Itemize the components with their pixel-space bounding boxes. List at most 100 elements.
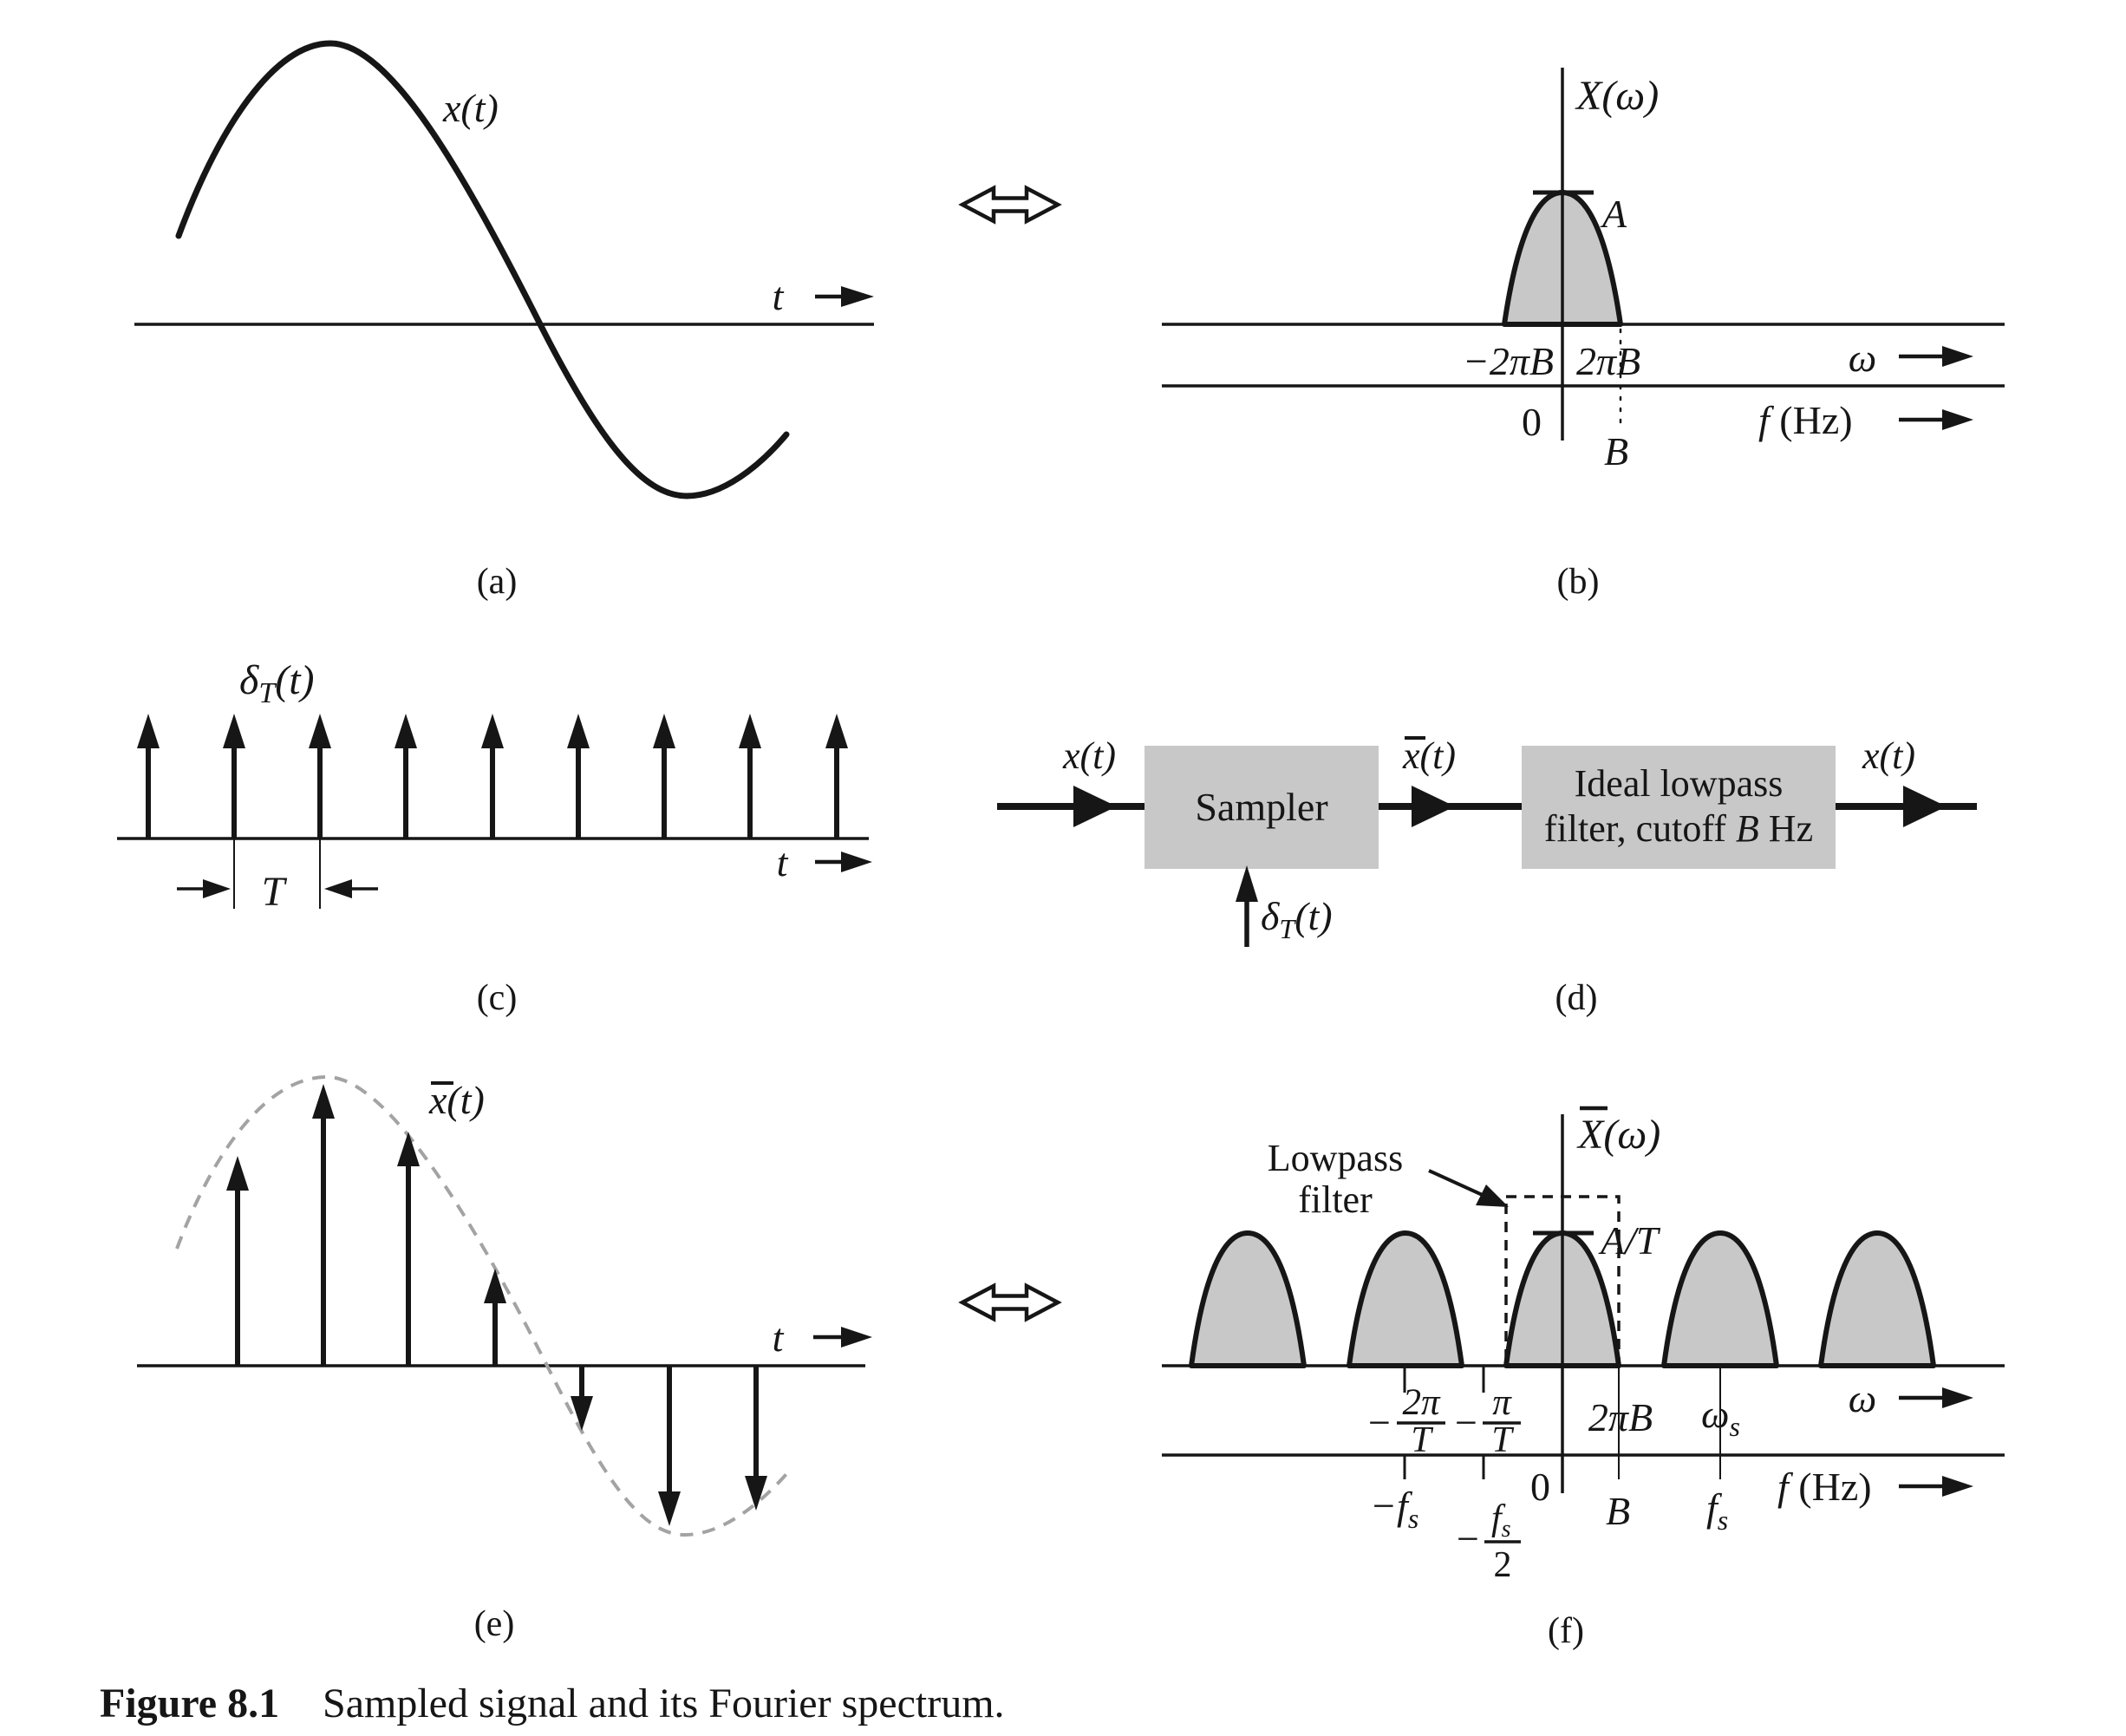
lowpass-filter-dashed-box — [1504, 1195, 1621, 1367]
minus-sign: − — [1368, 1400, 1391, 1445]
neg-fs-base: −f — [1370, 1484, 1413, 1528]
omega-axis-label: ω — [1849, 336, 1876, 380]
time-axis-label: t — [777, 840, 789, 884]
sampled-arrow-icon — [1412, 786, 1455, 827]
right-edge-label: 2πB — [1588, 1395, 1653, 1439]
ws-sub: s — [1729, 1411, 1739, 1442]
train-label-delta: δ — [239, 657, 259, 703]
clock-label-arg: (t) — [1295, 894, 1332, 938]
callout-arrow-shaft — [1428, 1169, 1487, 1198]
f-axis-label: f (Hz) — [1777, 1465, 1872, 1509]
train-label-sub: T — [258, 677, 277, 709]
output-label: x(t) — [1862, 734, 1915, 777]
neg-fs-label: −fs — [1370, 1484, 1418, 1534]
train-label-arg: (t) — [275, 657, 314, 703]
impulse — [309, 714, 331, 839]
impulse — [567, 714, 590, 839]
time-axis-arrow-icon — [841, 852, 872, 872]
filter-label-line2-post: Hz — [1759, 807, 1813, 850]
impulse — [137, 714, 160, 839]
filter-label-line2-var: B — [1736, 807, 1759, 850]
omega-arrow-icon — [1942, 1387, 1973, 1408]
sampled-signal-label-base: x — [428, 1078, 447, 1122]
left-edge-label: −2πB — [1463, 339, 1554, 383]
clock-label-delta: δ — [1261, 894, 1280, 938]
spectrum-label: X(ω) — [1575, 73, 1659, 119]
impulse — [739, 714, 761, 839]
equivalence-arrow-icon — [958, 1282, 1062, 1322]
fraction-denominator: 2 — [1494, 1545, 1512, 1585]
peak-label: A/T — [1598, 1218, 1661, 1263]
right-edge-label: 2πB — [1576, 339, 1640, 383]
train-label: δT(t) — [239, 657, 315, 709]
fs-sub: s — [1718, 1504, 1728, 1536]
minus-sign: − — [1455, 1400, 1477, 1445]
label-neg-pi-over-T: − π T — [1455, 1382, 1521, 1460]
clock-arrow-icon — [1236, 865, 1258, 902]
panel-b: X(ω) A −2πB 2πB ω 0 B f (Hz) (b) — [1162, 68, 2005, 602]
envelope-dashed-curve — [175, 1074, 788, 1537]
f-arrow-icon — [1942, 1476, 1973, 1497]
sampled-label: x(t) — [1402, 734, 1456, 777]
origin-label: 0 — [1530, 1465, 1550, 1509]
omega-axis-label: ω — [1849, 1376, 1876, 1420]
lowpass-filter-box — [1522, 746, 1836, 869]
fs-sub: s — [1502, 1516, 1511, 1543]
signal-label: x(t) — [442, 86, 499, 130]
spectrum-lobe — [1818, 1230, 1936, 1368]
spectrum-label-base: X — [1576, 1112, 1605, 1158]
impulse-down — [745, 1366, 767, 1511]
fraction-denominator: T — [1411, 1420, 1433, 1460]
impulse-up — [397, 1132, 420, 1366]
fraction-numerator: fs — [1491, 1498, 1511, 1543]
impulse-down — [571, 1366, 593, 1431]
f-axis-unit: (Hz) — [1789, 1465, 1872, 1509]
filter-label-line2-pre: filter, cutoff — [1544, 807, 1736, 850]
panel-a-tag: (a) — [477, 562, 518, 602]
neg-fs-sub: s — [1408, 1503, 1418, 1534]
sampled-impulses — [226, 1084, 767, 1526]
impulse-up — [484, 1269, 506, 1366]
callout-arrow-icon — [1476, 1185, 1509, 1207]
sampler-box — [1145, 746, 1379, 869]
clock-label-sub: T — [1279, 913, 1296, 944]
impulse — [395, 714, 417, 839]
bandwidth-label: B — [1604, 429, 1628, 473]
double-arrow-shape — [958, 1282, 1062, 1322]
ws-base: ω — [1701, 1392, 1729, 1436]
equivalence-arrow-icon — [958, 185, 1062, 225]
filter-label-line1: Ideal lowpass — [1575, 762, 1784, 805]
spectrum-lobes — [1189, 1230, 1936, 1368]
ws-label: ωs — [1701, 1392, 1740, 1442]
filter-label-line2: filter, cutoff B Hz — [1544, 807, 1813, 850]
sampled-label-base: x — [1402, 734, 1420, 777]
period-label: T — [262, 869, 288, 915]
panel-c-tag: (c) — [477, 978, 518, 1018]
output-arrow-icon — [1903, 786, 1947, 827]
impulse-up — [312, 1084, 335, 1366]
label-neg-2pi-over-T: − 2π T — [1368, 1382, 1445, 1460]
time-axis-label: t — [773, 274, 785, 318]
double-arrow-shape — [958, 185, 1062, 225]
figure-caption: Figure 8.1 Sampled signal and its Fourie… — [100, 1681, 1005, 1726]
f-axis-label: f (Hz) — [1758, 398, 1853, 442]
clock-label: δT(t) — [1261, 894, 1333, 944]
sampler-label: Sampler — [1195, 785, 1327, 829]
origin-label: 0 — [1522, 400, 1542, 444]
omega-arrow-icon — [1942, 346, 1973, 367]
bandwidth-label: B — [1606, 1489, 1630, 1533]
panel-d-tag: (d) — [1555, 978, 1598, 1018]
lowpass-callout-line2: filter — [1298, 1178, 1373, 1221]
fraction-numerator: π — [1492, 1382, 1512, 1423]
time-axis-arrow-icon — [841, 286, 874, 307]
sampled-label-arg: (t) — [1420, 734, 1457, 777]
impulse — [223, 714, 245, 839]
impulse — [653, 714, 675, 839]
impulse — [825, 714, 848, 839]
f-arrow-icon — [1942, 409, 1973, 430]
panel-a: x(t) t (a) — [134, 40, 874, 602]
f-axis-unit: (Hz) — [1770, 398, 1853, 442]
panel-b-tag: (b) — [1557, 562, 1600, 602]
